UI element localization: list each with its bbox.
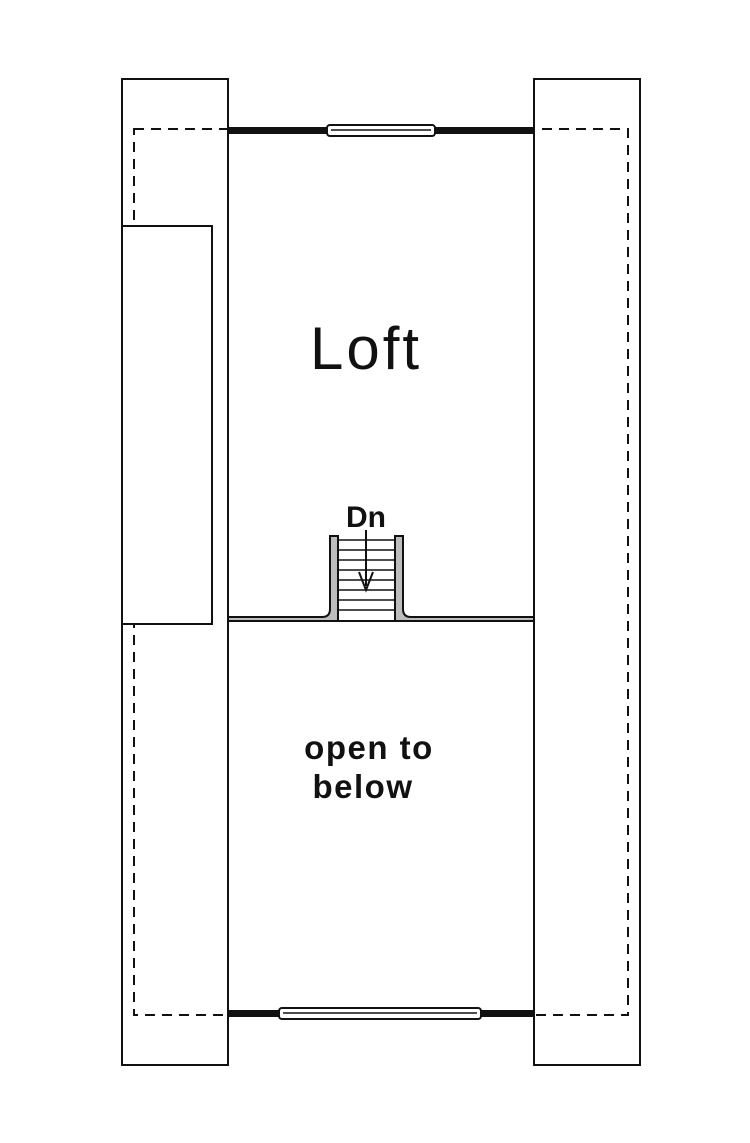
open-to-below-label-line2: below (312, 768, 413, 805)
stair-down-label: Dn (346, 501, 386, 534)
loft-rail-wall-right (394, 535, 535, 622)
loft-rail-wall (227, 535, 339, 622)
right-side-wall-block (533, 78, 641, 1066)
loft-room-label: Loft (310, 315, 422, 382)
stair-direction-arrow-head (358, 571, 374, 593)
left-storage-panel (121, 225, 213, 625)
open-to-below-label-line1: open to (304, 729, 434, 766)
